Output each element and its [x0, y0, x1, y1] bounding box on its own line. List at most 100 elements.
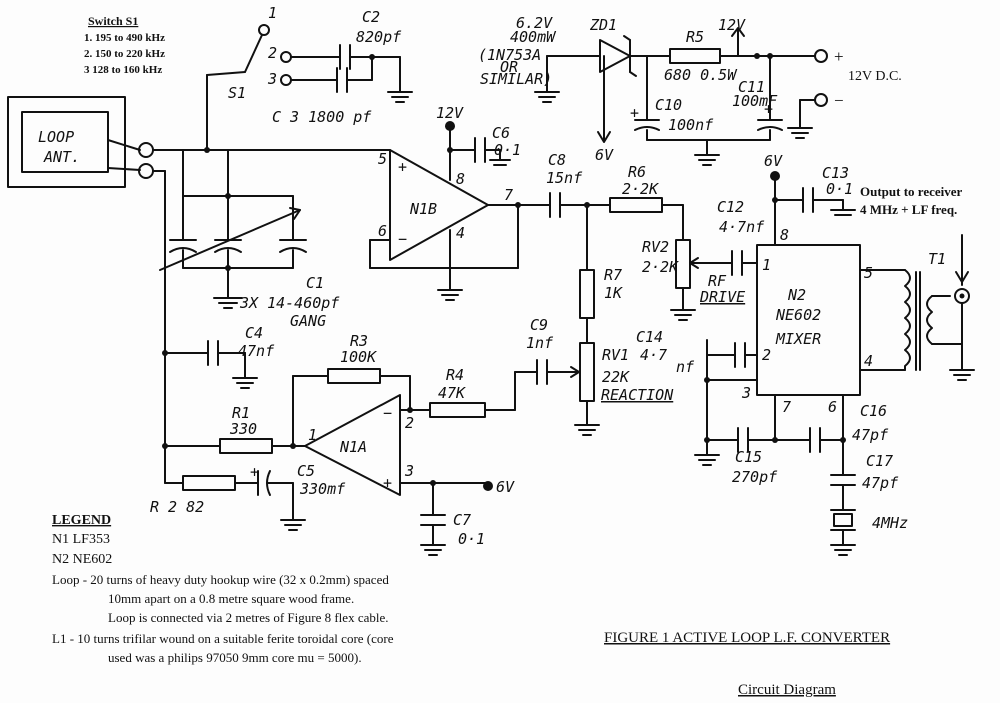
n1a-pin1: 1 — [308, 426, 317, 444]
c2-name: C2 — [362, 8, 380, 26]
rv2-name: RV2 — [642, 238, 669, 256]
resistor-labels: R6 2·2K R7 1K RV2 2·2K RF DRIVE RV1 22K … — [150, 163, 745, 516]
switch-range-table: Switch S1 1. 195 to 490 kHz 2. 150 to 22… — [84, 14, 165, 76]
n1b-pin4: 4 — [456, 224, 465, 242]
legend-l1-1: L1 - 10 turns trifilar wound on a suitab… — [52, 631, 394, 646]
c13-value: 0·1 — [826, 180, 853, 198]
legend-n2: N2 NE602 — [52, 552, 112, 567]
r1-value: 330 — [229, 420, 257, 438]
c10-name: C10 — [655, 96, 682, 114]
zener-voltage: 6.2V — [516, 14, 553, 32]
mixer-pin8: 8 — [780, 226, 789, 244]
n1a-plus: + — [383, 474, 392, 492]
switch-pos-2: 2 — [268, 44, 277, 62]
r5-value: 680 0.5W — [664, 66, 738, 84]
c11-value: 100mF — [732, 92, 778, 110]
switch-pos-3: 3 — [267, 70, 277, 88]
legend: LEGEND N1 LF353 N2 NE602 Loop - 20 turns… — [52, 513, 394, 665]
c9-name: C9 — [530, 316, 548, 334]
n1b-plus: + — [398, 158, 407, 176]
r7-name: R7 — [604, 266, 622, 284]
rv2-value: 2·2K — [642, 258, 679, 276]
switch-range-1: 1. 195 to 490 kHz — [84, 32, 165, 44]
capacitor-labels: C2 820pf C 3 1800 pf C6 0·1 C8 15nf C10 … — [238, 8, 899, 548]
n1a-pin3: 3 — [404, 462, 414, 480]
r6-name: R6 — [628, 163, 646, 181]
n1a-minus: − — [383, 404, 392, 422]
c6-name: C6 — [492, 124, 510, 142]
switch-s1-label: S1 — [228, 84, 246, 102]
c7-value: 0·1 — [458, 530, 485, 548]
c4-name: C4 — [245, 324, 263, 342]
opamp-labels: N1B 5 + 6 − 8 4 7 12V N1A 1 2 − 3 + 6V 6… — [250, 104, 783, 496]
switch-range-3: 3 128 to 160 kHz — [84, 64, 162, 76]
figure-title: FIGURE 1 ACTIVE LOOP L.F. CONVERTER — [604, 630, 890, 646]
supply-6v-label: 6V — [595, 146, 614, 164]
c15-value: 270pf — [732, 468, 778, 486]
n1a-label: N1A — [339, 438, 367, 456]
mixer-function: MIXER — [775, 330, 821, 348]
legend-loop-1: Loop - 20 turns of heavy duty hookup wir… — [52, 572, 389, 587]
c8-value: 15nf — [546, 169, 583, 187]
c6-value: 0·1 — [494, 141, 521, 159]
c3-label: C 3 1800 pf — [272, 108, 372, 126]
zd1-label: ZD1 — [589, 16, 617, 34]
n1b-pin7: 7 — [504, 186, 513, 204]
c2-value: 820pf — [356, 28, 402, 46]
loop-label-1: LOOP — [38, 128, 74, 146]
r3-value: 100K — [340, 348, 377, 366]
legend-loop-3: Loop is connected via 2 metres of Figure… — [108, 610, 389, 625]
output-line-1: Output to receiver — [860, 184, 963, 199]
supply-minus-sign: − — [834, 91, 844, 110]
mixer-pin5: 5 — [864, 264, 873, 282]
supply-12v-arrow-label: 12V — [718, 16, 746, 34]
c14-name: C14 — [636, 328, 663, 346]
c13-name: C13 — [822, 164, 849, 182]
legend-n1: N1 LF353 — [52, 532, 110, 547]
n1a-6v: 6V — [496, 478, 515, 496]
r1-name: R1 — [232, 404, 250, 422]
c10-value: 100nf — [668, 116, 714, 134]
c12-name: C12 — [717, 198, 744, 216]
rf-label: RF — [708, 272, 727, 290]
zener-or: OR — [500, 58, 518, 76]
mixer-pin3: 3 — [741, 384, 751, 402]
transformer-label: T1 — [928, 250, 946, 268]
r4-value: 47K — [438, 384, 466, 402]
rv1-name: RV1 — [602, 346, 629, 364]
mixer-pin2: 2 — [762, 346, 771, 364]
r6-value: 2·2K — [622, 180, 659, 198]
n1b-minus: − — [398, 230, 407, 248]
c10-plus: + — [630, 104, 639, 122]
c1-value: 3X 14-460pf — [239, 294, 340, 312]
zener-similar: SIMILAR) — [480, 70, 552, 88]
switch-range-2: 2. 150 to 220 kHz — [84, 48, 165, 60]
c17-value: 47pf — [862, 474, 899, 492]
r2-label: R 2 82 — [150, 498, 204, 516]
mixer-pin1: 1 — [762, 256, 771, 274]
drive-label: DRIVE — [699, 288, 745, 306]
c11-plus: + — [764, 100, 773, 118]
mixer-pin4: 4 — [864, 352, 873, 370]
n1b-label: N1B — [409, 200, 437, 218]
output-note: Output to receiver 4 MHz + LF freq. — [860, 184, 963, 217]
zener-part: (1N753A — [478, 46, 541, 64]
mixer-labels: N2 NE602 MIXER 1 2 3 4 5 6 7 8 T1 4MHz — [741, 226, 946, 532]
supply-plus-sign: + — [834, 47, 844, 66]
r4-name: R4 — [446, 366, 464, 384]
reaction-label: REACTION — [601, 386, 674, 404]
n1b-pin6: 6 — [378, 222, 387, 240]
c8-name: C8 — [548, 151, 566, 169]
c9-value: 1nf — [526, 334, 554, 352]
legend-title: LEGEND — [52, 513, 111, 528]
c14-value: 4·7 — [640, 346, 667, 364]
c16-name: C16 — [860, 402, 887, 420]
c4-value: 47nf — [238, 342, 275, 360]
switch-title: Switch S1 — [88, 14, 138, 28]
switch-labels: S1 1 2 3 — [228, 4, 277, 102]
mixer-pin6: 6 — [828, 398, 837, 416]
c5-plus: + — [250, 463, 259, 481]
loop-label-2: ANT. — [43, 148, 80, 166]
c5-name: C5 — [297, 462, 315, 480]
